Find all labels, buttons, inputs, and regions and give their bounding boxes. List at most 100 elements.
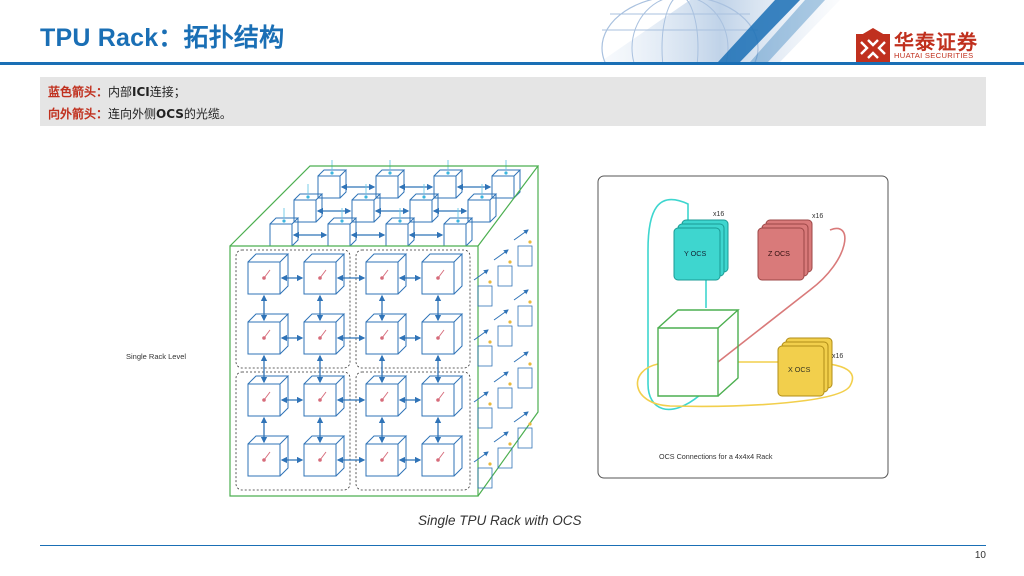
back-cube-r0-c3-top [491, 169, 522, 177]
back-cube-r2-c1-top [327, 217, 358, 225]
back-dot-r0-c2 [446, 171, 450, 175]
back-cube-r2-c0-side [291, 218, 299, 247]
front-cube-r3-c3-dot [436, 458, 440, 462]
y-ocs-card-1 [673, 227, 721, 281]
front-cube-r0-c0-top [247, 253, 290, 263]
x-ocs-count: x16 [832, 353, 843, 360]
front-cube-r1-c2 [365, 313, 408, 355]
back-cube-r1-c2-top [409, 193, 440, 201]
front-cube-r3-c3-side [453, 436, 463, 477]
front-cube-r1-c1-top [303, 313, 346, 323]
front-cube-r3-c1-top [303, 435, 346, 445]
front-cube-r0-c1-dot [318, 276, 322, 280]
back-cube-r0-c2-top [433, 169, 464, 177]
rack-cube-top [657, 309, 740, 329]
y-ocs-count: x16 [713, 211, 724, 218]
side-face-r2-k2 [517, 367, 533, 389]
back-cube-r0-c1-side [397, 170, 405, 199]
front-cube-r0-c3-dot [436, 276, 440, 280]
rack-cube-front [657, 327, 719, 397]
front-cube-r1-c3-top [421, 313, 464, 323]
side-arrow-r0-k1 [493, 249, 509, 261]
ocs-panel-frame [597, 175, 889, 479]
x-ocs-link [636, 360, 854, 408]
front-cube-r3-c3-top [421, 435, 464, 445]
side-arrow-r3-k2 [513, 411, 529, 423]
back-cube-r0-c2 [433, 169, 464, 199]
front-cube-r3-c2-top [365, 435, 408, 445]
back-dot-r1-c2 [422, 195, 426, 199]
side-face-r2-k1 [497, 387, 513, 409]
logo-name-en: HUATAI SECURITIES [894, 51, 974, 60]
front-cube-r2-c3 [421, 375, 464, 417]
back-cube-r1-c1-side [373, 194, 381, 223]
front-cube-r0-c2-top [365, 253, 408, 263]
back-cube-r1-c0-front [293, 199, 317, 223]
side-dot-r0-k2 [528, 240, 532, 244]
back-cube-r2-c0-top [269, 217, 300, 225]
y-ocs-label: Y OCS [684, 249, 706, 258]
ocs-panel-caption: OCS Connections for a 4x4x4 Rack [659, 452, 773, 461]
front-cube-r0-c0-dot [262, 276, 266, 280]
ocs-panel: Y OCS x16 Z OCS x16 X OCS x16 OCS Connec… [597, 175, 889, 479]
front-cube-r2-c1-top [303, 375, 346, 385]
back-dot-r0-c3 [504, 171, 508, 175]
back-cube-r0-c3-front [491, 175, 515, 199]
back-cube-r0-c2-front [433, 175, 457, 199]
back-cube-r2-c0-front [269, 223, 293, 247]
note-outward-arrow: 向外箭头：连向外侧OCS的光缆。 [48, 105, 232, 122]
globe-decoration [600, 0, 840, 62]
side-face-r0-k1 [497, 265, 513, 287]
front-cube-r2-c3-top [421, 375, 464, 385]
front-cube-r3-c0-side [279, 436, 289, 477]
rack-group-top-left [235, 249, 351, 369]
footer-rule [40, 545, 986, 546]
back-dot-r2-c1 [340, 219, 344, 223]
back-cube-r0-c0 [317, 169, 348, 199]
side-dot-r3-k0 [488, 462, 492, 466]
front-cube-r0-c3-front [421, 261, 455, 295]
front-cube-r2-c2-side [397, 376, 407, 417]
front-cube-r0-c3-top [421, 253, 464, 263]
front-cube-r1-c1 [303, 313, 346, 355]
side-arrow-r1-k2 [513, 289, 529, 301]
front-cube-r3-c1-dot [318, 458, 322, 462]
note-outward-arrow-term: OCS [156, 107, 184, 121]
back-cube-r2-c2-top [385, 217, 416, 225]
huatai-logo: 华泰证券 HUATAI SECURITIES [856, 26, 996, 66]
z-ocs-label: Z OCS [768, 249, 790, 258]
figure-caption: Single TPU Rack with OCS [418, 513, 582, 528]
back-cube-r1-c2-side [431, 194, 439, 223]
rack-back-layers [269, 160, 522, 247]
page-title: TPU Rack：拓扑结构 [40, 24, 285, 52]
front-cube-r1-c0-side [279, 314, 289, 355]
x-ocs-label: X OCS [788, 365, 811, 374]
front-cube-r1-c1-side [335, 314, 345, 355]
side-face-r3-k0 [477, 467, 493, 489]
x-ocs-card-1 [777, 345, 825, 397]
front-cube-r3-c2 [365, 435, 408, 477]
back-cube-r0-c1 [375, 169, 406, 199]
back-cube-r2-c3-front [443, 223, 467, 247]
side-dot-r1-k0 [488, 340, 492, 344]
back-cube-r1-c0-top [293, 193, 324, 201]
front-cube-r3-c1 [303, 435, 346, 477]
back-cube-r1-c3-top [467, 193, 498, 201]
page-number: 10 [974, 550, 986, 561]
rack-outer-top [229, 165, 540, 247]
front-cube-r1-c3-side [453, 314, 463, 355]
front-cube-r3-c2-dot [380, 458, 384, 462]
back-dot-r2-c0 [282, 219, 286, 223]
side-face-r1-k2 [517, 305, 533, 327]
back-cube-r1-c1 [351, 193, 382, 223]
front-cube-r3-c3 [421, 435, 464, 477]
back-cube-r2-c1-front [327, 223, 351, 247]
side-arrow-r2-k0 [473, 391, 489, 403]
y-ocs-link [647, 198, 701, 411]
back-cube-r2-c2-front [385, 223, 409, 247]
side-face-r2-k0 [477, 407, 493, 429]
front-cube-r1-c3-dot [436, 336, 440, 340]
back-cube-r2-c0 [269, 217, 300, 247]
side-face-r0-k2 [517, 245, 533, 267]
back-cube-r1-c1-top [351, 193, 382, 201]
